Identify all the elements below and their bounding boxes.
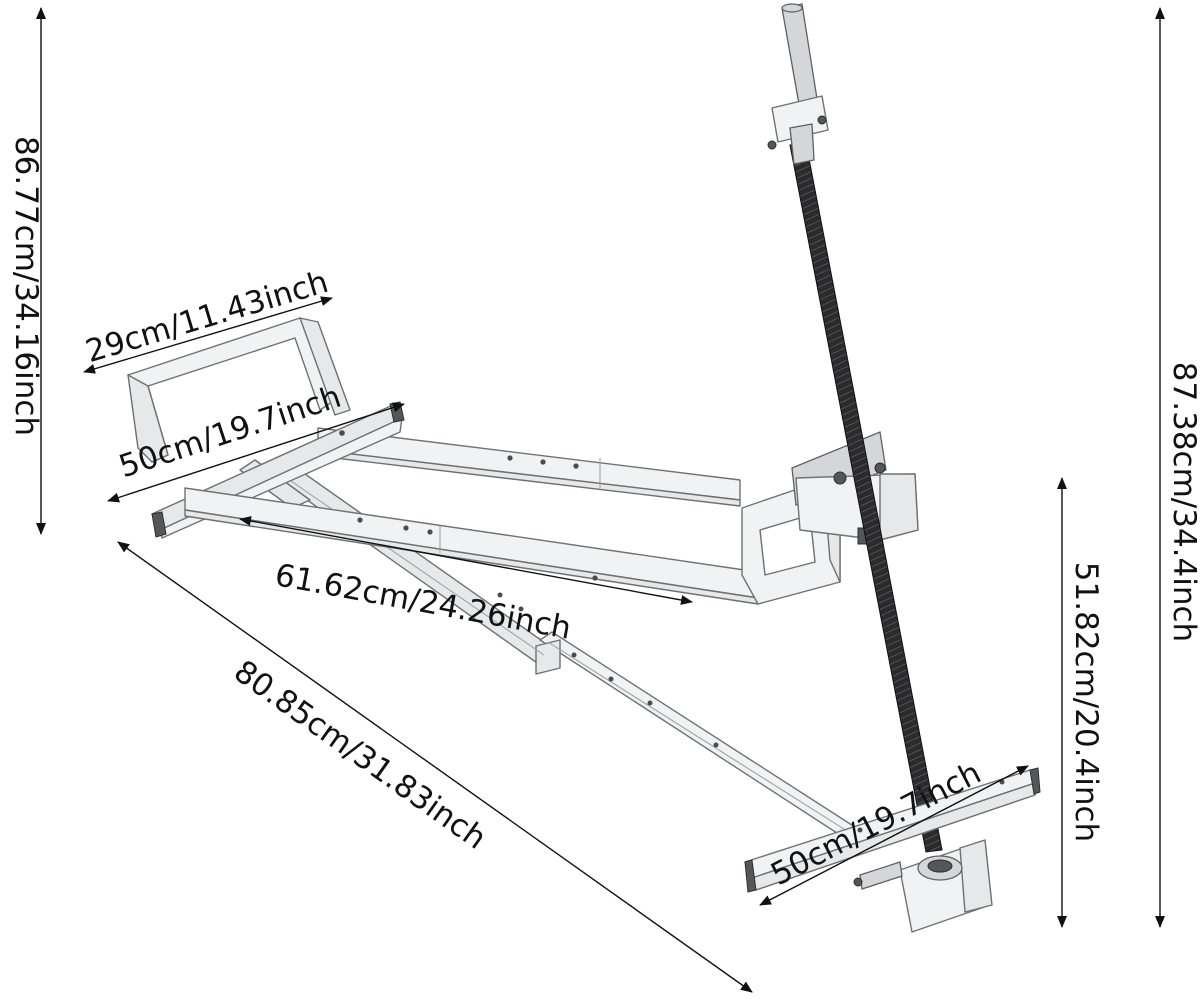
dim-line-diagonal-length — [117, 541, 753, 993]
front-rail — [184, 487, 759, 605]
rear-rail — [317, 427, 741, 507]
dim-line-top-width — [83, 296, 333, 374]
dim-line-front-width — [107, 402, 405, 503]
dim-label-lower-height: 51.82cm/20.4inch — [1068, 562, 1104, 842]
bearing-housing — [853, 839, 993, 933]
clamp-block — [791, 431, 919, 545]
dim-label-left-height: 86.77cm/34.16inch — [8, 136, 44, 436]
crank-handle — [767, 3, 829, 165]
dim-label-right-height: 87.38cm/34.4inch — [1166, 362, 1200, 642]
dim-label-diagonal-length: 80.85cm/31.83inch — [227, 653, 493, 856]
dim-line-base-width — [759, 765, 1029, 906]
dimension-lines — [36, 6, 1165, 993]
